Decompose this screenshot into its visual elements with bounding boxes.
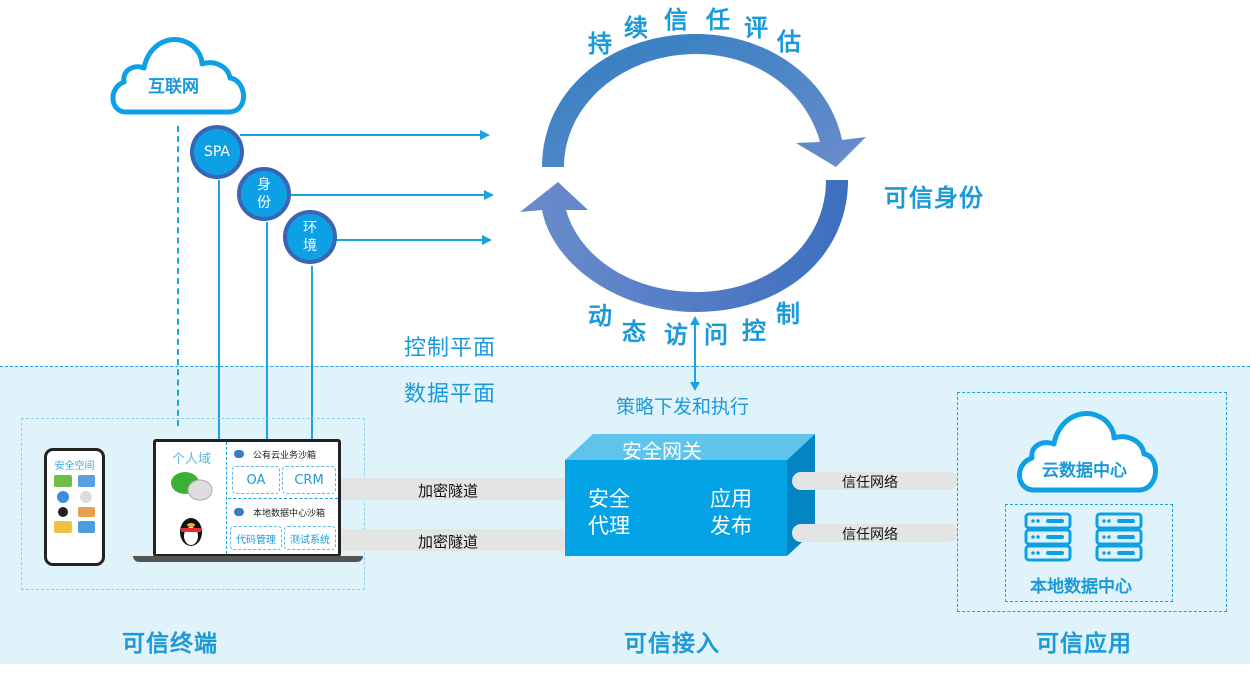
trusted-access-title: 可信接入 bbox=[624, 631, 720, 657]
cycle-top-char: 估 bbox=[777, 28, 801, 56]
spa-vertical-line bbox=[218, 180, 220, 440]
policy-arrow-up-icon bbox=[690, 316, 700, 325]
spa-label: SPA bbox=[203, 144, 230, 160]
code-management-chip[interactable]: 代码管理 bbox=[230, 526, 282, 550]
control-plane-label: 控制平面 bbox=[404, 336, 497, 361]
environment-vertical-line bbox=[311, 266, 313, 440]
data-plane-label: 数据平面 bbox=[404, 382, 497, 407]
cycle-top-char: 评 bbox=[744, 14, 768, 42]
phone-title: 安全空间 bbox=[54, 461, 95, 472]
local-dc-sandbox-label: 本地数据中心沙箱 bbox=[253, 509, 326, 519]
personal-domain-label: 个人域 bbox=[172, 452, 212, 467]
code-management-label: 代码管理 bbox=[236, 534, 276, 546]
security-proxy-line2: 代理 bbox=[588, 514, 630, 538]
cycle-bottom-char: 访 bbox=[664, 321, 688, 349]
identity-arrowhead-icon bbox=[484, 190, 494, 200]
test-system-label: 测试系统 bbox=[290, 534, 330, 546]
local-sandbox-icon bbox=[234, 508, 244, 516]
oa-label: OA bbox=[246, 472, 266, 488]
encrypted-tunnel-label: 加密隧道 bbox=[418, 482, 479, 500]
cycle-top-char: 持 bbox=[588, 30, 612, 58]
trusted-network-label: 信任网络 bbox=[842, 475, 898, 491]
cycle-top-char: 信 bbox=[664, 6, 688, 34]
cycle-bottom-char: 问 bbox=[704, 321, 728, 349]
crm-label: CRM bbox=[294, 472, 324, 488]
server-icon bbox=[1095, 512, 1143, 562]
camera-app-icon[interactable] bbox=[57, 507, 68, 517]
identity-label-2: 份 bbox=[257, 195, 271, 211]
local-datacenter-box bbox=[1005, 504, 1173, 602]
cycle-bottom-char: 态 bbox=[622, 318, 646, 346]
internet-dashed-link bbox=[177, 126, 179, 426]
identity-bubble: 身 份 bbox=[237, 167, 291, 221]
trusted-terminal-title: 可信终端 bbox=[122, 631, 218, 657]
identity-label-1: 身 bbox=[257, 177, 271, 193]
environment-bubble: 环 境 bbox=[283, 210, 337, 264]
cloud-datacenter-icon bbox=[1017, 411, 1158, 493]
oa-app-chip[interactable]: OA bbox=[232, 466, 280, 494]
security-proxy-label: 安全 代理 bbox=[588, 486, 630, 540]
policy-arrow-down-icon bbox=[690, 382, 700, 391]
top-cycle-arrow-icon bbox=[542, 34, 866, 167]
laptop-divider-horizontal bbox=[228, 498, 338, 499]
laptop-base bbox=[133, 556, 363, 562]
encrypted-tunnel-1 bbox=[341, 478, 565, 500]
trusted-network-label: 信任网络 bbox=[842, 527, 898, 543]
environment-arrow-line bbox=[336, 239, 484, 241]
public-cloud-sandbox-label: 公有云业务沙箱 bbox=[253, 451, 317, 461]
mail-app-icon[interactable] bbox=[80, 491, 93, 503]
trusted-identity-label: 可信身份 bbox=[884, 184, 984, 212]
app-publish-line1: 应用 bbox=[710, 487, 752, 511]
laptop-divider-vertical bbox=[226, 442, 227, 554]
security-proxy-line1: 安全 bbox=[588, 487, 630, 511]
product-app-icon[interactable] bbox=[56, 491, 69, 503]
server-icon bbox=[1024, 512, 1072, 562]
spa-bubble: SPA bbox=[190, 125, 244, 179]
qq-icon bbox=[180, 518, 202, 546]
app-publish-line2: 发布 bbox=[710, 514, 752, 538]
policy-arrow-line bbox=[694, 322, 696, 384]
environment-label-1: 环 bbox=[303, 220, 317, 236]
policy-label: 策略下发和执行 bbox=[616, 396, 750, 418]
cycle-bottom-char: 动 bbox=[588, 302, 612, 330]
cycle-top-char: 续 bbox=[624, 14, 648, 42]
trust-cycle-diagram bbox=[520, 34, 866, 312]
trusted-application-box bbox=[957, 392, 1227, 612]
cycle-bottom-char: 控 bbox=[742, 317, 766, 345]
trusted-network-2 bbox=[792, 524, 958, 542]
local-datacenter-label: 本地数据中心 bbox=[1030, 577, 1132, 597]
trusted-terminal-box bbox=[21, 418, 365, 590]
plane-divider bbox=[0, 366, 1250, 367]
album-app-icon[interactable] bbox=[77, 507, 95, 517]
trusted-application-title: 可信应用 bbox=[1036, 631, 1132, 657]
phone-device: 安全空间 bbox=[44, 448, 105, 566]
auth-app-icon[interactable] bbox=[77, 521, 95, 533]
cycle-bottom-char: 制 bbox=[776, 300, 800, 328]
trusted-network-1 bbox=[792, 472, 958, 490]
spa-arrow-line bbox=[240, 134, 482, 136]
cloud-sandbox-icon bbox=[234, 450, 244, 458]
spa-arrowhead-icon bbox=[480, 130, 490, 140]
environment-label-2: 境 bbox=[303, 238, 317, 254]
log-app-icon[interactable] bbox=[77, 475, 95, 487]
encrypted-tunnel-2 bbox=[341, 529, 565, 551]
identity-arrow-line bbox=[290, 194, 486, 196]
gateway-title: 安全网关 bbox=[622, 439, 702, 463]
bottom-cycle-arrow-icon bbox=[520, 180, 848, 312]
wechat-icon bbox=[171, 472, 213, 501]
laptop-screen: 个人域 公有云业务沙箱 OA CRM 本地数据中心沙箱 代码管理 测试系统 bbox=[153, 439, 341, 557]
cloud-datacenter-label: 云数据中心 bbox=[1042, 461, 1127, 481]
environment-arrowhead-icon bbox=[482, 235, 492, 245]
test-system-chip[interactable]: 测试系统 bbox=[284, 526, 336, 550]
file-app-icon[interactable] bbox=[54, 521, 72, 533]
cycle-top-char: 任 bbox=[706, 6, 730, 34]
crm-app-chip[interactable]: CRM bbox=[282, 466, 336, 494]
internet-label: 互联网 bbox=[148, 77, 199, 97]
internet-cloud-icon bbox=[110, 37, 246, 115]
encrypted-tunnel-label: 加密隧道 bbox=[418, 533, 479, 551]
identity-vertical-line bbox=[266, 222, 268, 440]
scan-app-icon[interactable] bbox=[54, 475, 72, 487]
app-publish-label: 应用 发布 bbox=[710, 486, 752, 540]
